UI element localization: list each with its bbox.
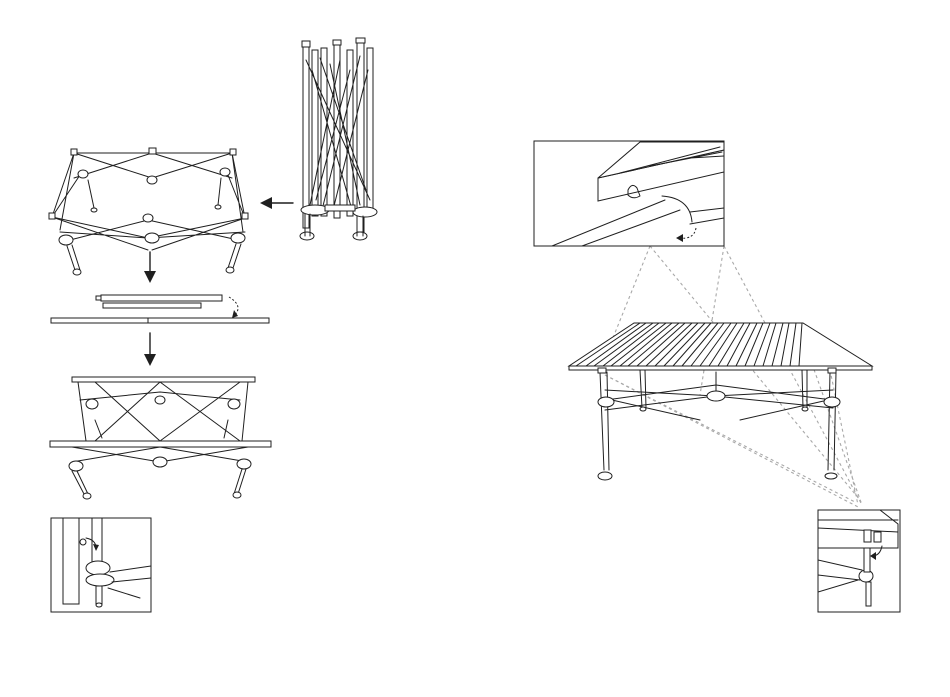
frame-with-top [50,377,271,499]
folded-frame-bundle [300,38,377,240]
top-edge-clip-detail-panel [534,141,724,246]
arrow-down-icon [144,333,156,366]
assembled-table [569,323,872,480]
leg-lock-detail-panel [51,518,151,612]
callout-guide-lines [600,246,862,508]
expanded-frame [49,148,248,275]
arrow-down-icon [144,252,156,283]
arrow-left-icon [260,197,293,209]
corner-clip-detail-panel [818,510,900,612]
top-slats-insert [51,295,269,323]
